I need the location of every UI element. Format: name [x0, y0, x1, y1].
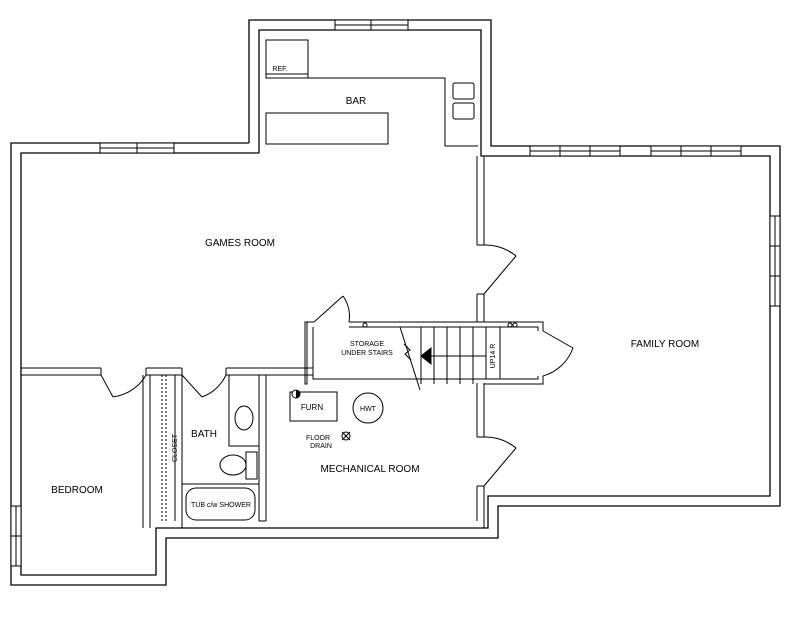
staircase: [362, 322, 518, 391]
door-storage: [313, 295, 350, 323]
refrigerator: [265, 39, 309, 79]
door-bedroom: [100, 374, 147, 398]
bar-sink-bowl-1: [452, 82, 475, 100]
door-family-upper: [483, 244, 517, 295]
fixture-label-hwt: HWT: [360, 406, 377, 413]
doors: [100, 244, 574, 487]
windows: [10, 19, 781, 567]
tub-icon: [185, 487, 256, 521]
window-family-right: [769, 215, 781, 307]
mechanical-fixtures: [289, 389, 384, 441]
window-family-top-right: [650, 145, 742, 157]
stair-arrow-icon: [420, 346, 432, 366]
room-label-bedroom: BEDROOM: [51, 485, 103, 496]
room-label-bar: BAR: [346, 96, 367, 107]
toilet-tank: [245, 451, 258, 480]
door-family-lower: [483, 436, 517, 487]
stair-label: UP14 R: [490, 344, 497, 369]
fixture-label-drain: DRAIN: [310, 443, 332, 450]
room-label-mechanical: MECHANICAL ROOM: [320, 464, 419, 475]
bar-area: [265, 39, 478, 147]
door-bath: [181, 374, 227, 398]
window-bedroom-left: [10, 505, 22, 567]
room-label-closet: CLOSET: [172, 433, 179, 462]
fixture-label-furn: FURN: [301, 403, 323, 412]
interior-walls: [21, 156, 544, 528]
door-stair-landing: [542, 330, 574, 377]
bar-counter: [265, 112, 389, 145]
fixture-label-floor: FLOOR: [306, 435, 330, 442]
room-label-bath: BATH: [191, 429, 217, 440]
bar-sink-bowl-2: [452, 102, 475, 120]
room-label-family: FAMILY ROOM: [631, 339, 700, 350]
toilet-icon: [219, 454, 247, 476]
bath-fixtures: [182, 374, 260, 521]
sink-icon: [234, 405, 254, 431]
labels: BAR GAMES ROOM FAMILY ROOM STORAGE UNDER…: [51, 66, 699, 509]
room-label-games: GAMES ROOM: [205, 238, 275, 249]
window-family-top-left: [529, 145, 621, 157]
room-label-storage-1: STORAGE: [350, 341, 384, 348]
water-heater-icon: [352, 392, 384, 424]
room-label-storage-2: UNDER STAIRS: [341, 350, 393, 357]
floor-drain-icon: [341, 431, 351, 441]
fixture-label-ref: REF.: [272, 66, 287, 73]
window-games-top: [99, 142, 175, 154]
window-bar-top: [334, 19, 409, 31]
fixture-label-tub: TUB c/w SHOWER: [191, 502, 251, 509]
exterior-walls: [10, 19, 781, 586]
